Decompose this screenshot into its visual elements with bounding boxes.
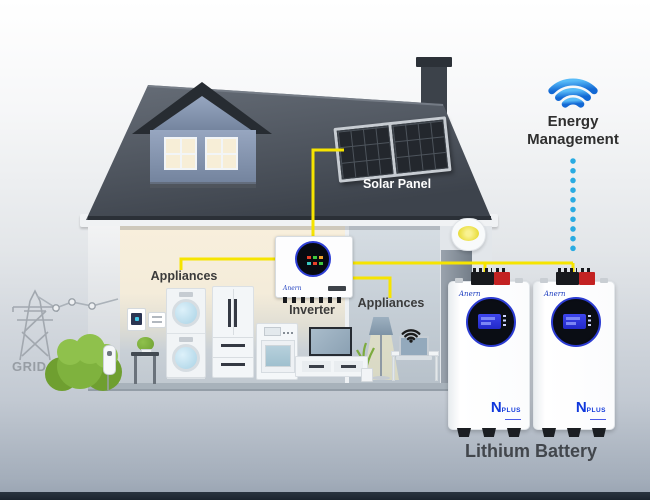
inverter-label: Inverter [289,303,335,317]
floor-lamp-pole [380,335,382,377]
wifi-icon [401,329,421,343]
side-table [131,352,159,356]
washer-dryer-stack [166,288,206,379]
refrigerator [212,286,254,378]
inverter: Anern [275,236,353,298]
thermostat-panel [127,308,146,331]
inverter-model-tag [328,286,346,291]
solar-wire [311,148,344,240]
nplus-badge: NPLUS [491,399,521,420]
dormer-window-right [205,137,238,170]
inverter-terminals [283,297,345,304]
appliance-wire-right [349,276,392,298]
appliances-label-kitchen: Appliances [150,269,218,283]
grid-label: GRID [12,359,47,374]
battery-terminal-negative [471,268,494,285]
battery-terminal-positive [494,268,510,285]
bottom-border-bar [0,492,650,500]
energy-management-label: Energy Management [527,113,619,148]
battery-display [466,297,516,347]
laptop-base [396,356,432,360]
wall-switch-panel [148,312,166,328]
brand-logo: Anern [544,290,566,298]
battery-unit-1: Anern NPLUS [448,268,530,437]
power-line [36,295,119,312]
wall-lamp [451,218,486,251]
battery-terminal-positive [579,268,595,285]
battery-display [551,297,601,347]
ceiling-shadow [120,226,440,230]
dryer [167,289,205,334]
lithium-battery-label: Lithium Battery [464,441,597,461]
oven [256,323,298,380]
table-leg [153,356,156,384]
table-leg [134,356,137,384]
tv [309,327,352,356]
potted-plant [137,337,154,351]
outdoor-charger [103,345,116,375]
inverter-display [295,241,331,277]
battery-wire [349,261,575,273]
floor-lamp-shade [369,317,393,335]
brand-logo: Anern [283,285,302,292]
washer [167,334,205,379]
brand-logo: Anern [459,290,481,298]
floor-lamp-base [372,376,390,380]
appliances-label-living: Appliances [357,296,425,310]
tv-console [295,356,368,377]
battery-unit-2: Anern NPLUS [533,268,615,437]
house-plant-pot [361,368,373,382]
solar-panel-label: Solar Panel [362,177,432,191]
appliance-wire-left [179,257,290,270]
room-divider-wall [345,226,349,386]
dormer-window-left [164,137,197,170]
energy-management-wifi-icon [548,78,598,108]
battery-terminal-negative [556,268,579,285]
house-floor [88,383,492,391]
grid-tower-icon [12,289,58,361]
lamp-glow [458,226,479,241]
nplus-badge: NPLUS [576,399,606,420]
